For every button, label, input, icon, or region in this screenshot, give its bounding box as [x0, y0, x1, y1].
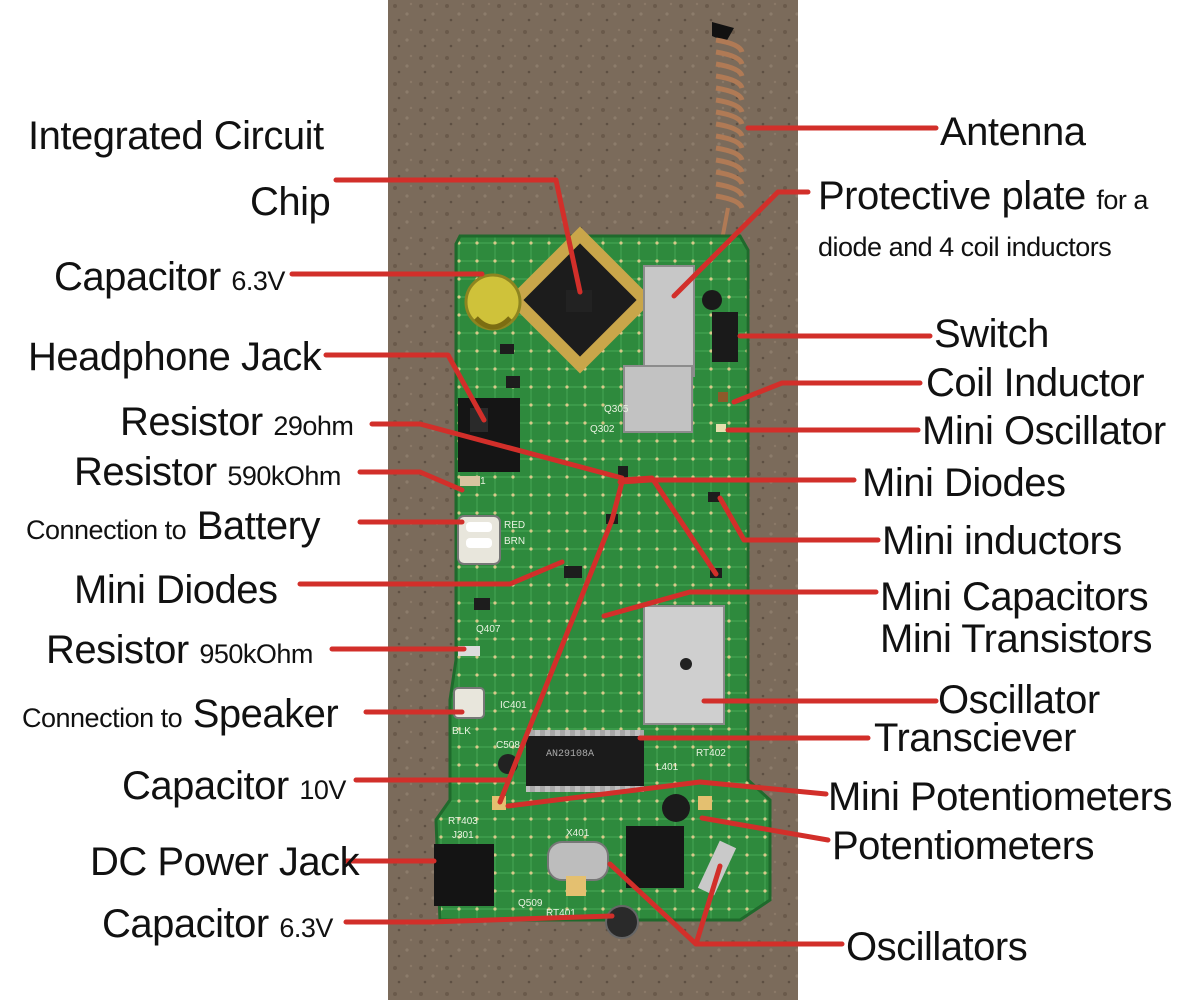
battery-connector-part: RED BRN	[457, 515, 525, 565]
label-switch: Switch	[934, 312, 1049, 356]
pointer-lines	[289, 125, 939, 947]
silk-rt403: RT403	[448, 816, 478, 827]
silk-red: RED	[504, 520, 525, 531]
silk-q305: Q305	[604, 404, 629, 415]
label-ic-chip-line1: Integrated Circuit	[28, 114, 324, 158]
label-transciever: Transciever	[874, 716, 1076, 760]
label-protective-plate: Protective plate for a	[818, 174, 1148, 218]
label-mini-diodes-left: Mini Diodes	[74, 568, 278, 612]
transceiver-marking: AN29108A	[546, 749, 594, 760]
label-battery: Connection to Battery	[26, 504, 320, 548]
label-capacitor-top: Capacitor 6.3V	[54, 255, 285, 299]
label-capacitor-bottom: Capacitor 6.3V	[102, 902, 333, 946]
ic-chip	[506, 226, 654, 374]
silk-j301: J301	[452, 830, 474, 841]
silk-rt402: RT402	[696, 748, 726, 759]
silk-blk: BLK	[452, 726, 471, 737]
label-dc-power-jack: DC Power Jack	[90, 840, 360, 884]
silk-x401: X401	[566, 828, 590, 839]
silk-ic401: IC401	[500, 700, 527, 711]
label-mini-oscillator: Mini Oscillator	[922, 409, 1166, 453]
bottom-parts: RT403 J301 RT401 RT402 L401 X401 Q509 Q4…	[434, 404, 737, 939]
silk-brn: BRN	[504, 536, 525, 547]
silk-q302: Q302	[590, 424, 615, 435]
label-resistor-950: Resistor 950kOhm	[46, 628, 313, 672]
label-resistor-590: Resistor 590kOhm	[74, 450, 341, 494]
label-antenna: Antenna	[940, 110, 1086, 154]
label-mini-inductors: Mini inductors	[882, 519, 1122, 563]
label-mini-transistors: Mini Transistors	[880, 617, 1153, 661]
switch-part	[702, 290, 738, 362]
label-resistor-29: Resistor 29ohm	[120, 400, 354, 444]
label-mini-diodes-right: Mini Diodes	[862, 461, 1066, 505]
label-capacitor-10v: Capacitor 10V	[122, 764, 346, 808]
label-protective-plate-line2: diode and 4 coil inductors	[818, 232, 1112, 262]
silk-rt401: RT401	[546, 908, 576, 919]
label-speaker: Connection to Speaker	[22, 692, 339, 736]
silk-l401: L401	[656, 762, 679, 773]
label-oscillator: Oscillator	[938, 678, 1100, 722]
silk-c508: C508	[496, 740, 520, 751]
silk-q407: Q407	[476, 624, 501, 635]
silk-q509: Q509	[518, 898, 543, 909]
capacitor-top-part	[464, 273, 522, 331]
label-mini-capacitors: Mini Capacitors	[880, 575, 1149, 619]
antenna-coil	[712, 22, 745, 241]
label-coil-inductor: Coil Inductor	[926, 361, 1145, 405]
label-ic-chip-line2: Chip	[250, 180, 331, 224]
transceiver-chip-part: AN29108A IC401 C508	[496, 700, 644, 792]
label-potentiometers: Potentiometers	[832, 824, 1095, 868]
label-headphone-jack: Headphone Jack	[28, 335, 322, 379]
oscillator-shield-part	[643, 605, 725, 725]
label-oscillators: Oscillators	[846, 925, 1028, 969]
label-mini-potentiometers: Mini Potentiometers	[828, 775, 1172, 819]
